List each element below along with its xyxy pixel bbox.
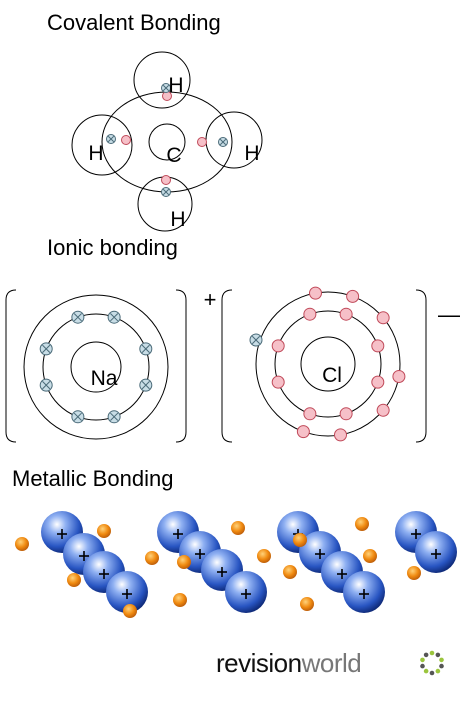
chloride-ion-diagram xyxy=(221,289,427,443)
metal-ion-7 xyxy=(225,571,267,613)
sodium-bracket-left xyxy=(5,289,17,443)
covalent-heading: Covalent Bonding xyxy=(47,10,221,35)
chloride-bracket-left xyxy=(221,289,233,443)
logo-dot-0 xyxy=(429,650,435,656)
sodium-shell-3 xyxy=(23,294,169,440)
shared-electron-hydrogen-right xyxy=(218,137,228,147)
carbon-label: C xyxy=(166,144,181,167)
chloride-shell-3 xyxy=(255,291,401,437)
chloride-outer-electron-4 xyxy=(376,403,390,417)
chloride-middle-electron-2 xyxy=(371,339,385,353)
chloride-outer-electron-3 xyxy=(392,370,406,384)
metal-ion-13 xyxy=(415,531,457,573)
sodium-electron-3 xyxy=(139,378,153,392)
logo-dot-5 xyxy=(429,670,435,676)
covalent-electrons xyxy=(106,83,228,197)
hydrogen-shell-top xyxy=(133,51,191,109)
sodium-shell-2 xyxy=(42,313,150,421)
hydrogen-shell-left xyxy=(71,114,133,176)
hydrogen-label-right: H xyxy=(244,142,259,165)
free-electron-8 xyxy=(257,549,271,563)
free-electron-10 xyxy=(283,565,297,579)
chloride-outer-electron-5 xyxy=(334,428,348,442)
chloride-shell-2 xyxy=(274,310,382,418)
hydrogen-label-bottom: H xyxy=(170,208,185,231)
free-electron-6 xyxy=(231,521,245,535)
logo-dot-9 xyxy=(423,652,429,658)
metal-ion-3 xyxy=(106,571,148,613)
sodium-electron-0 xyxy=(71,310,85,324)
free-electron-0 xyxy=(15,537,29,551)
sodium-electron-6 xyxy=(39,378,53,392)
free-electron-5 xyxy=(173,593,187,607)
logo-dot-1 xyxy=(435,652,441,658)
sodium-bracket-right xyxy=(175,289,187,443)
metallic-lattice xyxy=(15,511,457,618)
hydrogen-label-left: H xyxy=(88,142,103,165)
shared-electron-carbon-left xyxy=(121,135,131,145)
logo-dot-3 xyxy=(439,663,444,669)
revisionworld-logo-icon xyxy=(420,650,444,676)
chloride-charge: — xyxy=(438,302,460,327)
sodium-electron-2 xyxy=(139,342,153,356)
revisionworld-logo: revisionworld xyxy=(216,648,362,679)
free-electron-7 xyxy=(177,555,191,569)
chloride-label: Cl xyxy=(322,364,342,387)
logo-dot-8 xyxy=(420,657,425,663)
free-electron-2 xyxy=(67,573,81,587)
hydrogen-label-top: H xyxy=(168,74,183,97)
logo-dot-7 xyxy=(420,663,425,669)
logo-dot-4 xyxy=(435,668,441,674)
free-electron-9 xyxy=(293,533,307,547)
chloride-shell-1 xyxy=(300,336,356,392)
chloride-outer-electron-2 xyxy=(376,311,390,325)
methane-labels: C H H H H xyxy=(88,74,259,231)
ionic-electrons xyxy=(39,286,406,442)
sodium-electron-4 xyxy=(107,410,121,424)
sodium-electron-5 xyxy=(71,410,85,424)
chloride-middle-electron-3 xyxy=(371,375,385,389)
free-electron-11 xyxy=(300,597,314,611)
metal-ion-11 xyxy=(343,571,385,613)
shared-electron-hydrogen-bottom xyxy=(161,187,171,197)
free-electron-13 xyxy=(363,549,377,563)
logo-dot-2 xyxy=(439,657,444,663)
metallic-heading: Metallic Bonding xyxy=(12,466,174,491)
free-electron-3 xyxy=(123,604,137,618)
chloride-outer-electron-0 xyxy=(308,286,322,300)
sodium-electron-1 xyxy=(107,310,121,324)
logo-text-revision: revision xyxy=(216,648,302,678)
shared-electron-carbon-bottom xyxy=(161,175,171,185)
chloride-middle-electron-1 xyxy=(339,307,353,321)
chloride-middle-electron-7 xyxy=(271,339,285,353)
sodium-shell-1 xyxy=(70,341,122,393)
free-electron-4 xyxy=(145,551,159,565)
chloride-middle-electron-4 xyxy=(339,407,353,421)
free-electron-12 xyxy=(355,517,369,531)
chloride-middle-electron-5 xyxy=(303,407,317,421)
free-electron-14 xyxy=(407,566,421,580)
carbon-inner-shell xyxy=(148,123,186,161)
ionic-heading: Ionic bonding xyxy=(47,235,178,260)
sodium-charge: + xyxy=(204,287,217,312)
free-electron-1 xyxy=(97,524,111,538)
chloride-transferred-electron xyxy=(249,333,263,347)
chloride-middle-electron-0 xyxy=(303,307,317,321)
shared-electron-carbon-right xyxy=(197,137,207,147)
shared-electron-hydrogen-top xyxy=(161,83,171,93)
logo-text-world: world xyxy=(301,648,362,678)
chloride-outer-electron-1 xyxy=(346,289,360,303)
chloride-middle-electron-6 xyxy=(271,375,285,389)
sodium-electron-7 xyxy=(39,342,53,356)
sodium-ion-diagram xyxy=(5,289,187,443)
shared-electron-hydrogen-left xyxy=(106,134,116,144)
chloride-bracket-right xyxy=(415,289,427,443)
chloride-outer-electron-6 xyxy=(296,425,310,439)
sodium-label: Na xyxy=(91,367,118,390)
logo-dot-6 xyxy=(423,668,429,674)
